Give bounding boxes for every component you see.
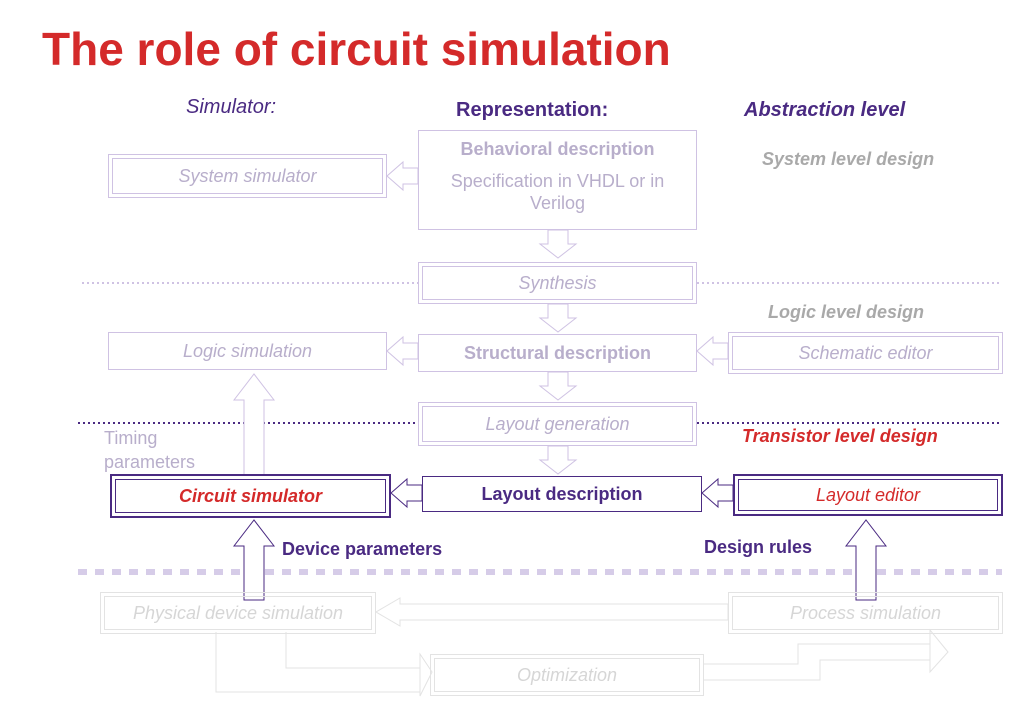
arrow-structural-to-logic-sim — [386, 335, 419, 367]
header-abstraction-level: Abstraction level — [744, 99, 906, 121]
header-representation: Representation: — [456, 99, 609, 121]
header-simulator: Simulator: — [186, 96, 277, 118]
physical-device-simulation-box: Physical device simulation — [100, 592, 376, 634]
parameters-label: parameters — [104, 452, 196, 472]
arrow-up-timing — [232, 373, 276, 476]
behavioral-description-title: Behavioral description — [460, 139, 655, 159]
arrow-layout-to-circuit-sim — [390, 477, 423, 509]
arrow-down-synthesis-structural — [538, 303, 578, 333]
arrow-down-structural-layoutgen — [538, 371, 578, 401]
slide-title: The role of circuit simulation — [42, 23, 671, 75]
flow-optimization-to-process-2 — [704, 659, 930, 681]
arrow-into-process — [929, 628, 949, 674]
flow-optimization-to-process — [704, 643, 930, 665]
arrow-down-layoutgen-layout — [538, 445, 578, 475]
process-simulation-box: Process simulation — [728, 592, 1003, 634]
arrow-up-device-params — [232, 519, 276, 601]
flow-physical-to-optimization — [215, 632, 420, 693]
layout-generation-box: Layout generation — [418, 402, 697, 446]
optimization-box: Optimization — [430, 654, 704, 696]
behavioral-description-box: Behavioral description Specification in … — [418, 130, 697, 230]
layout-description-box: Layout description — [422, 476, 702, 512]
arrow-editor-to-layout — [701, 477, 734, 509]
layout-editor-box: Layout editor — [733, 474, 1003, 516]
synthesis-box: Synthesis — [418, 262, 697, 304]
schematic-editor-box: Schematic editor — [728, 332, 1003, 374]
flow-physical-to-optimization-inner — [285, 632, 420, 669]
logic-simulation-box: Logic simulation — [108, 332, 387, 370]
arrow-up-design-rules — [844, 519, 888, 601]
level-system: System level design — [762, 149, 935, 169]
circuit-simulator-box: Circuit simulator — [110, 474, 391, 518]
arrow-process-to-physical — [375, 597, 729, 627]
behavioral-description-body: Specification in VHDL or in Verilog — [450, 171, 665, 213]
arrow-behavioral-to-system-sim — [386, 160, 419, 192]
system-simulator-box: System simulator — [108, 154, 387, 198]
level-transistor: Transistor level design — [742, 426, 938, 446]
arrow-down-behavioral-synthesis — [538, 229, 578, 259]
structural-description-box: Structural description — [418, 334, 697, 372]
arrow-into-optimization — [419, 652, 433, 697]
design-rules-label: Design rules — [704, 537, 813, 557]
arrow-schematic-to-structural — [696, 335, 729, 367]
device-parameters-label: Device parameters — [282, 539, 443, 559]
timing-label: Timing — [104, 428, 158, 448]
level-logic: Logic level design — [768, 302, 925, 322]
